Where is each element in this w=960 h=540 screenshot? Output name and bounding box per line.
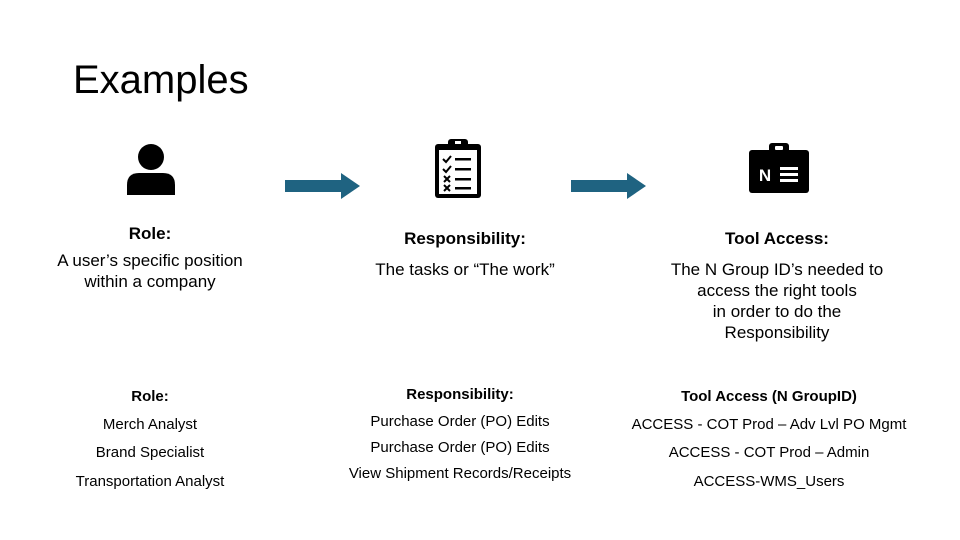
tool-access-description: The N Group ID’s needed to access the ri… — [637, 259, 917, 343]
tool-access-heading: Tool Access: — [725, 229, 829, 248]
tool-access-list-item: ACCESS - COT Prod – Adv Lvl PO Mgmt — [631, 416, 907, 433]
tool-access-list-heading: Tool Access (N GroupID) — [681, 388, 857, 405]
responsibility-list-item: View Shipment Records/Receipts — [348, 465, 572, 482]
tool-access-description-line: in order to do the — [712, 302, 842, 321]
responsibility-description: The tasks or “The work” — [335, 259, 595, 280]
id-badge-icon: N — [748, 143, 810, 194]
tool-access-list-item: ACCESS - COT Prod – Admin — [668, 444, 870, 461]
responsibility-list-heading: Responsibility: — [406, 386, 514, 403]
role-list-heading: Role: — [131, 388, 169, 405]
responsibility-heading: Responsibility: — [404, 229, 526, 248]
badge-letter: N — [759, 166, 771, 185]
tool-access-description-line: Responsibility — [724, 323, 830, 342]
responsibility-list-item: Purchase Order (PO) Edits — [370, 413, 550, 430]
role-description-line: A user’s specific position — [57, 251, 243, 270]
tool-access-list-item: ACCESS-WMS_Users — [693, 473, 845, 490]
role-list-item: Merch Analyst — [102, 416, 198, 433]
tool-access-description-line: The N Group ID’s needed to — [670, 260, 884, 279]
slide-title: Examples — [73, 58, 249, 102]
responsibility-description-line: The tasks or “The work” — [375, 260, 555, 279]
responsibility-list-item: Purchase Order (PO) Edits — [370, 439, 550, 456]
clipboard-checklist-icon — [432, 138, 484, 200]
role-heading: Role: — [128, 224, 172, 243]
arrow-right-icon — [285, 172, 361, 200]
tool-access-description-line: access the right tools — [697, 281, 857, 300]
role-list-item: Brand Specialist — [95, 444, 205, 461]
role-description-line: within a company — [84, 272, 216, 291]
role-description: A user’s specific position within a comp… — [20, 250, 280, 292]
role-list-item: Transportation Analyst — [75, 473, 225, 490]
arrow-right-icon — [571, 172, 647, 200]
person-icon — [125, 142, 177, 196]
